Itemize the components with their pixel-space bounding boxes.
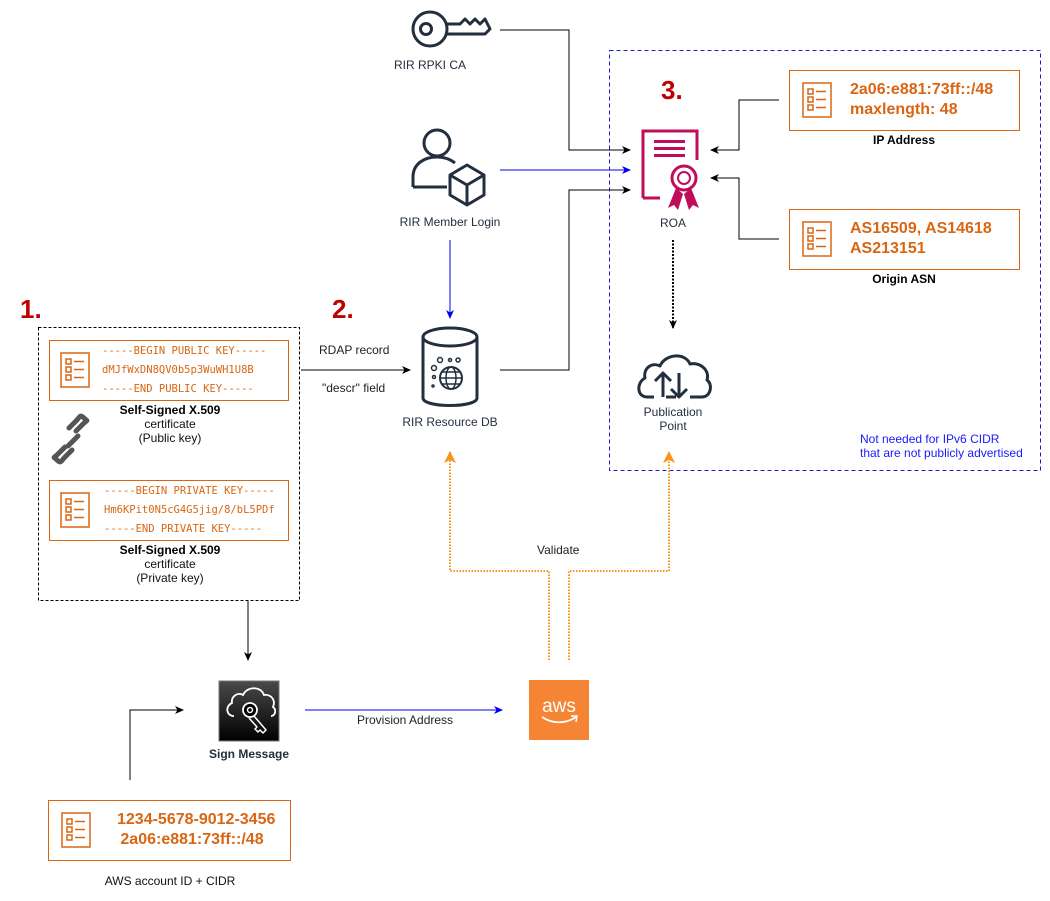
public-key-value: dMJfWxDN8QV0b5p3WuWH1U8B [102, 364, 254, 376]
publication-point-label-2: Point [659, 419, 687, 433]
rpki-region [609, 50, 1041, 471]
account-id: 1234-5678-9012-3456 [117, 811, 276, 828]
private-key-certificate: -----BEGIN PRIVATE KEY----- Hm6KPit0N5cG… [49, 480, 289, 541]
document-list-icon [802, 82, 832, 118]
resource-db-label: RIR Resource DB [402, 415, 498, 429]
document-list-icon [60, 492, 90, 528]
publication-point-label-1: Publication [643, 405, 703, 419]
ip-address-box: 2a06:e881:73ff::/48 maxlength: 48 [789, 70, 1020, 131]
link-icon [51, 413, 90, 465]
public-key-begin: -----BEGIN PUBLIC KEY----- [102, 345, 267, 357]
ipv6-note-line2: that are not publicly advertised [860, 446, 1023, 460]
ip-address-caption: IP Address [872, 133, 936, 147]
step-2-label: 2. [332, 294, 354, 324]
aws-logo-text: aws [542, 696, 576, 717]
user-box-icon [411, 128, 486, 207]
certificate-icon [641, 129, 699, 210]
roa-label: ROA [659, 216, 686, 230]
public-cert-caption-2: certificate [144, 417, 196, 431]
public-cert-caption-1: Self-Signed X.509 [119, 403, 221, 417]
origin-asn-line2: AS213151 [850, 240, 926, 257]
private-cert-caption-3: (Private key) [136, 571, 204, 585]
account-cidr-box: 1234-5678-9012-3456 2a06:e881:73ff::/48 [48, 800, 291, 861]
private-key-value: Hm6KPit0N5cG4G5jig/8/bL5PDf [104, 504, 275, 516]
ipv6-note-line1: Not needed for IPv6 CIDR [860, 432, 1000, 446]
origin-asn-line1: AS16509, AS14618 [850, 220, 992, 237]
validate-label: Validate [537, 543, 580, 557]
step-3-label: 3. [661, 75, 683, 105]
cloud-key-icon [218, 680, 280, 742]
ip-address-cidr: 2a06:e881:73ff::/48 [850, 81, 994, 98]
sign-message-label: Sign Message [208, 747, 290, 761]
public-key-end: -----END PUBLIC KEY----- [102, 383, 254, 395]
edge-origin-asn-to-roa [710, 174, 779, 240]
document-list-icon [60, 352, 90, 388]
edge-account-to-sign-message [129, 706, 184, 780]
origin-asn-box: AS16509, AS14618 AS213151 [789, 209, 1020, 270]
edge-resource-db-to-roa [500, 186, 631, 371]
provision-address-label: Provision Address [357, 713, 454, 727]
private-cert-caption-2: certificate [144, 557, 196, 571]
rdap-record-label: RDAP record [319, 343, 390, 357]
document-list-icon [802, 221, 832, 257]
edge-validate-to-publication-point [568, 451, 675, 660]
key-pair-region [38, 327, 300, 601]
edge-ip-address-to-roa [710, 99, 779, 154]
descr-field-label: "descr" field [322, 381, 386, 395]
cloud-upload-download-icon [637, 354, 712, 399]
origin-asn-caption: Origin ASN [872, 272, 936, 286]
private-key-end: -----END PRIVATE KEY----- [104, 523, 263, 535]
document-list-icon [61, 812, 91, 848]
account-cidr-caption: AWS account ID + CIDR [104, 874, 236, 888]
edge-rpki-ca-to-roa [500, 29, 631, 154]
private-key-begin: -----BEGIN PRIVATE KEY----- [104, 485, 275, 497]
aws-logo-icon: aws [529, 680, 589, 740]
account-cidr: 2a06:e881:73ff::/48 [120, 831, 264, 848]
member-login-label: RIR Member Login [399, 215, 501, 229]
ip-address-maxlength: maxlength: 48 [850, 101, 958, 118]
private-cert-caption-1: Self-Signed X.509 [119, 543, 221, 557]
edge-validate-to-resource-db [444, 451, 550, 660]
public-key-certificate: -----BEGIN PUBLIC KEY----- dMJfWxDN8QV0b… [49, 340, 289, 401]
database-globe-icon [421, 326, 479, 407]
key-icon [411, 10, 492, 48]
rpki-ca-label: RIR RPKI CA [393, 58, 466, 72]
step-1-label: 1. [20, 294, 42, 324]
public-cert-caption-3: (Public key) [138, 431, 202, 445]
